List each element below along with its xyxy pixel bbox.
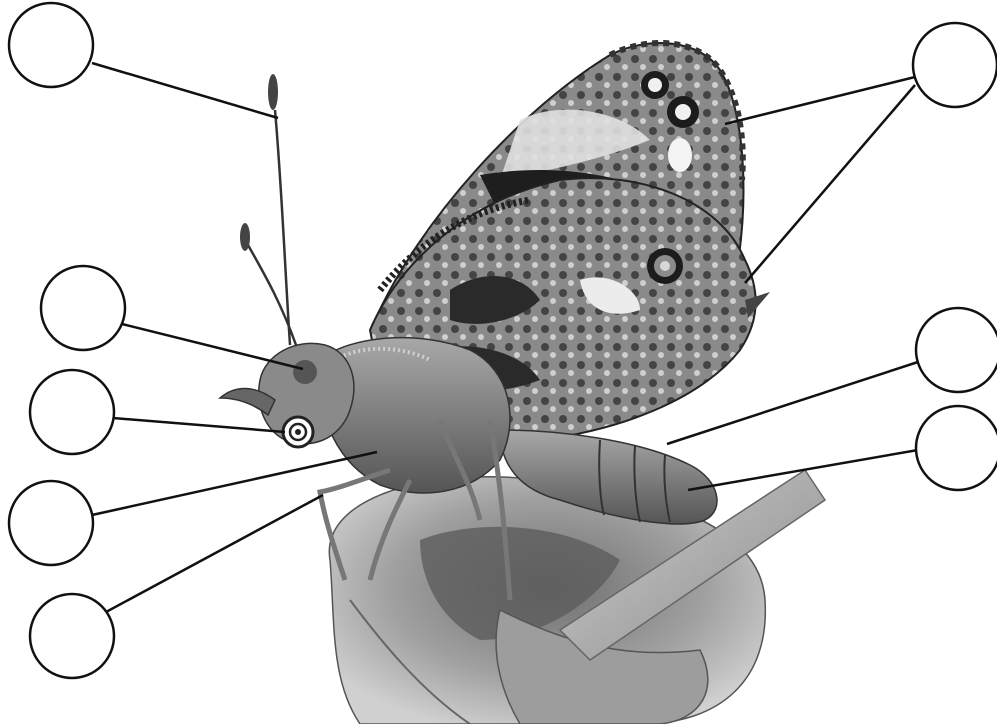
leader-line-thorax xyxy=(92,452,377,515)
proboscis xyxy=(283,417,313,447)
leader-line-antenna xyxy=(92,63,278,118)
label-circle-abdomen[interactable] xyxy=(916,308,997,392)
antenna-club xyxy=(240,223,250,251)
compound-eye xyxy=(293,360,317,384)
label-circle-thorax[interactable] xyxy=(9,481,93,565)
label-circle-antenna[interactable] xyxy=(9,3,93,87)
leader-line-hindwing xyxy=(745,85,915,283)
label-circle-compound-eye[interactable] xyxy=(41,266,125,350)
leader-line-proboscis xyxy=(113,418,285,432)
label-circle-wings[interactable] xyxy=(913,23,997,107)
label-circle-proboscis[interactable] xyxy=(30,370,114,454)
label-circle-leg[interactable] xyxy=(30,594,114,678)
leader-line-leg xyxy=(106,495,323,612)
leader-line-compound-eye xyxy=(122,324,303,369)
label-circle-abdomen-segments[interactable] xyxy=(916,406,997,490)
antenna-club xyxy=(268,74,278,110)
